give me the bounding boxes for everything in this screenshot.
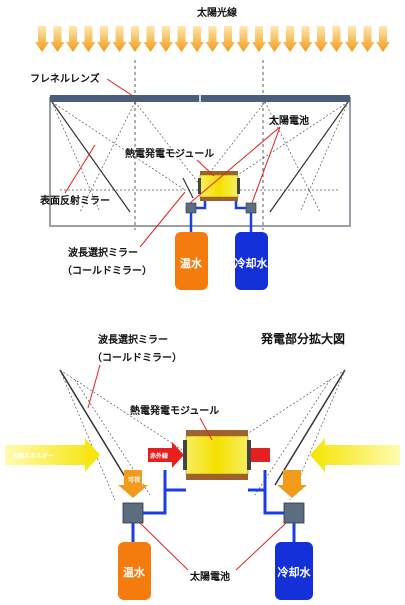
enlarged-view-title: 発電部分拡大図 xyxy=(260,331,345,346)
sun-arrow xyxy=(236,26,251,52)
wavelength-leader-bottom xyxy=(87,364,101,409)
solar-cell-label-top: 太陽電池 xyxy=(268,114,309,127)
solar-cell-leader-bottom-1 xyxy=(139,522,189,571)
sun-arrow xyxy=(360,26,375,52)
sun-arrow xyxy=(329,26,344,52)
thermo-leader-bottom xyxy=(199,417,213,441)
solar-energy-label: 太陽エネルギー xyxy=(11,452,54,460)
wavelength-leader-top xyxy=(139,191,186,248)
module-enlarged-body xyxy=(185,435,249,475)
thermo-leader-top xyxy=(196,159,215,177)
thermo-module-label-top: 熱電発電モジュール xyxy=(125,147,214,160)
sun-arrow xyxy=(81,26,96,52)
sun-arrow xyxy=(143,26,158,52)
sunlight-arrows xyxy=(35,26,390,52)
sun-arrow xyxy=(205,26,220,52)
mirror-bottom-left xyxy=(59,369,131,486)
pipes-bottom xyxy=(131,470,296,545)
sun-arrow xyxy=(112,26,127,52)
sun-arrow xyxy=(35,26,49,52)
surface-mirror-right xyxy=(269,101,349,213)
cold-water-tank-bottom xyxy=(275,542,313,600)
sun-arrow xyxy=(174,26,189,52)
surface-mirror-leader xyxy=(64,144,96,194)
mirror-bottom-right xyxy=(274,369,346,486)
module-enlarged-plate-bottom xyxy=(186,474,248,480)
module-enlarged-side-left xyxy=(183,440,187,470)
solar-cell-bottom-left xyxy=(122,502,144,524)
module-plate-bottom xyxy=(200,197,238,201)
pipes-top xyxy=(189,201,253,235)
wavelength-mirror-label-bottom-2: （コールドミラー） xyxy=(92,351,182,364)
hot-water-label: 温水 xyxy=(180,256,203,270)
solar-cell-leader-bottom-2 xyxy=(235,522,287,571)
thermo-module-label-bottom: 熱電発電モジュール xyxy=(130,404,219,417)
sun-arrow xyxy=(128,26,142,52)
sun-arrow xyxy=(283,26,297,52)
module-enlarged-side-right xyxy=(247,440,251,470)
solar-cell-right xyxy=(245,202,257,214)
fresnel-leader xyxy=(106,78,134,97)
cold-water-label-bottom: 冷却水 xyxy=(278,565,312,579)
visible-arrow-right xyxy=(277,470,307,498)
solar-cell-leader-2 xyxy=(189,126,281,204)
infrared-label: 赤外線 xyxy=(150,452,168,460)
visible-label: 可視 xyxy=(128,476,140,484)
wavelength-mirror-left xyxy=(182,177,194,199)
infrared-arrow-left xyxy=(148,442,184,468)
sun-arrow xyxy=(345,26,359,52)
wavelength-mirror-label-top-2: （コールドミラー） xyxy=(62,264,152,277)
solar-cell-label-bottom: 太陽電池 xyxy=(189,570,230,583)
hot-water-tank xyxy=(175,232,208,290)
sun-arrow xyxy=(97,26,111,52)
cold-water-tank xyxy=(235,232,268,290)
wavelength-mirror-label-top-1: 波長選択ミラー xyxy=(68,246,138,259)
fresnel-lens-label: フレネルレンズ xyxy=(30,72,100,85)
wavelength-mirror-label-bottom-1: 波長選択ミラー xyxy=(98,333,168,346)
visible-arrow-left xyxy=(118,470,148,498)
module-enlarged-plate-top xyxy=(186,430,248,436)
module-plate-top xyxy=(200,171,238,175)
solar-energy-arrow-right xyxy=(310,438,400,472)
sun-arrow xyxy=(252,26,266,52)
solar-cell-left xyxy=(185,202,197,214)
module-side-right xyxy=(237,178,240,194)
module-side-left xyxy=(198,178,201,194)
sun-arrow xyxy=(50,26,65,52)
hot-water-label-bottom: 温水 xyxy=(123,565,146,579)
cold-water-label: 冷却水 xyxy=(235,256,269,270)
sunlight-label: 太陽光線 xyxy=(196,6,237,19)
surface-mirror-left xyxy=(51,101,131,213)
sun-arrow xyxy=(376,26,390,52)
sun-arrow xyxy=(66,26,80,52)
sun-arrow xyxy=(190,26,204,52)
solar-cell-leader-1 xyxy=(251,126,281,204)
sun-arrow xyxy=(314,26,328,52)
sun-arrow xyxy=(267,26,282,52)
hot-water-tank-bottom xyxy=(118,542,151,600)
surface-mirror-label: 表面反射ミラー xyxy=(39,194,110,207)
sun-arrow xyxy=(159,26,173,52)
sun-arrow xyxy=(221,26,235,52)
solar-cell-bottom-right xyxy=(283,502,305,524)
sun-arrow xyxy=(298,26,313,52)
solar-energy-arrow-left xyxy=(5,438,100,472)
